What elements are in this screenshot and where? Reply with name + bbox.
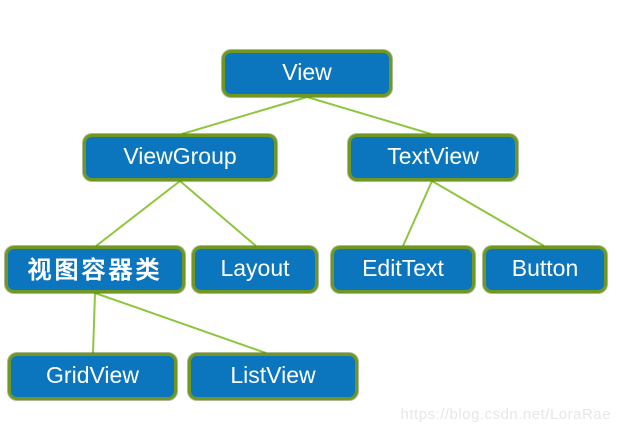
edge-textview-to-edittext	[402, 180, 433, 247]
edge-view-to-viewgroup	[181, 96, 308, 135]
node-label-viewgroup: ViewGroup	[123, 143, 237, 169]
edge-viewgroup-to-layout	[179, 180, 257, 247]
node-label-layout: Layout	[220, 255, 290, 281]
edge-view-to-textview	[306, 96, 432, 135]
node-container: 视图容器类	[5, 246, 185, 293]
watermark: https://blog.csdn.net/LoraRae	[400, 406, 611, 423]
node-button: Button	[483, 246, 607, 293]
edge-container-to-gridview	[92, 292, 96, 354]
node-label-gridview: GridView	[46, 362, 139, 388]
node-view: View	[222, 50, 392, 97]
node-label-listview: ListView	[230, 362, 316, 388]
node-layout: Layout	[192, 246, 318, 293]
node-label-container: 视图容器类	[27, 254, 163, 284]
node-viewgroup: ViewGroup	[83, 134, 277, 181]
node-gridview: GridView	[8, 353, 177, 400]
node-label-view: View	[282, 59, 332, 85]
node-edittext: EditText	[331, 246, 475, 293]
edge-textview-to-button	[431, 180, 545, 247]
node-label-button: Button	[511, 255, 579, 281]
edge-container-to-listview	[94, 292, 267, 354]
node-textview: TextView	[348, 134, 518, 181]
node-listview: ListView	[188, 353, 358, 400]
edge-viewgroup-to-container	[95, 180, 181, 247]
node-label-edittext: EditText	[362, 255, 444, 281]
node-label-textview: TextView	[387, 143, 479, 169]
